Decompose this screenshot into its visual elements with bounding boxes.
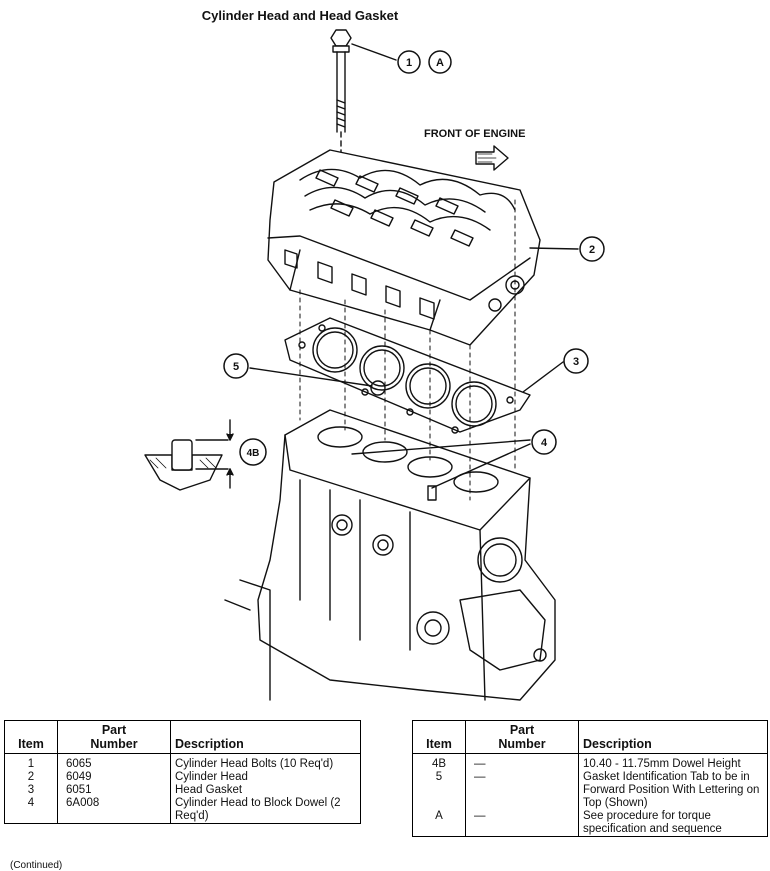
header-part-line2: Number [90,737,138,751]
cell-description: Head Gasket [170,784,361,797]
cell-item: 2 [27,771,35,783]
cell-item: 3 [27,784,35,796]
cell-item: 5 [435,771,443,783]
cell-description: See procedure for torque specification a… [578,810,768,837]
front-of-engine-label: FRONT OF ENGINE [424,128,526,140]
diagram-title: Cylinder Head and Head Gasket [201,8,399,23]
callout-5 [223,353,249,379]
table-row: A —See procedure for torque specification… [413,810,768,837]
callout-4B [239,438,267,466]
head-gasket [284,317,531,434]
head-bolt [330,29,352,166]
engine-exploded-diagram: 1 A 2 3 4 5 4B [144,29,605,701]
callout-2-label: 2 [589,244,595,256]
callout-4-label: 4 [541,437,548,449]
callout-1-label: 1 [406,57,412,69]
engine-block [224,409,556,701]
continued-note: (Continued) [10,860,63,871]
parts-table-right: Item Part Number Description 4B—10.40 - … [412,720,768,837]
callout-4B-label: 4B [247,448,260,459]
cell-part-number: 6065 [57,753,171,771]
table-row: 4B —10.40 - 11.75mm Dowel Height [413,753,768,771]
cell-description: Cylinder Head to Block Dowel (2 Req'd) [170,797,361,824]
dowel-detail [144,419,234,491]
cell-description: Cylinder Head [170,771,361,784]
callout-3 [563,348,589,374]
header-part-number: Part Number [57,720,171,754]
cell-item: 1 [27,758,35,770]
callout-5-label: 5 [233,361,239,373]
cell-part-number: — [465,753,579,771]
header-part-line1: Part [509,723,535,737]
header-item: Item [412,720,466,754]
callout-A-label: A [436,57,444,69]
callout-4 [531,429,557,455]
cell-description: Gasket Identification Tab to be in Forwa… [578,771,768,810]
cell-description: 10.40 - 11.75mm Dowel Height [578,753,768,771]
cylinder-head [267,149,541,346]
cell-part-number: 6051 [57,784,171,797]
cell-item: 4B [431,758,447,770]
cell-part-number: — [465,810,579,837]
callout-3-label: 3 [573,356,579,368]
cell-part-number: — [465,771,579,810]
cell-item: 4 [27,797,35,809]
callout-2 [579,236,605,262]
header-part-number: Part Number [465,720,579,754]
header-description: Description [170,720,361,754]
cell-item: A [435,810,443,822]
cell-description: Cylinder Head Bolts (10 Req'd) [170,753,361,771]
callout-1 [397,50,421,74]
callout-A [428,50,452,74]
header-description: Description [578,720,768,754]
cell-part-number: 6A008 [57,797,171,824]
header-part-line2: Number [498,737,546,751]
cell-part-number: 6049 [57,771,171,784]
header-part-line1: Part [101,723,127,737]
header-item: Item [4,720,58,754]
table-row: 5 —Gasket Identification Tab to be in For… [413,771,768,810]
